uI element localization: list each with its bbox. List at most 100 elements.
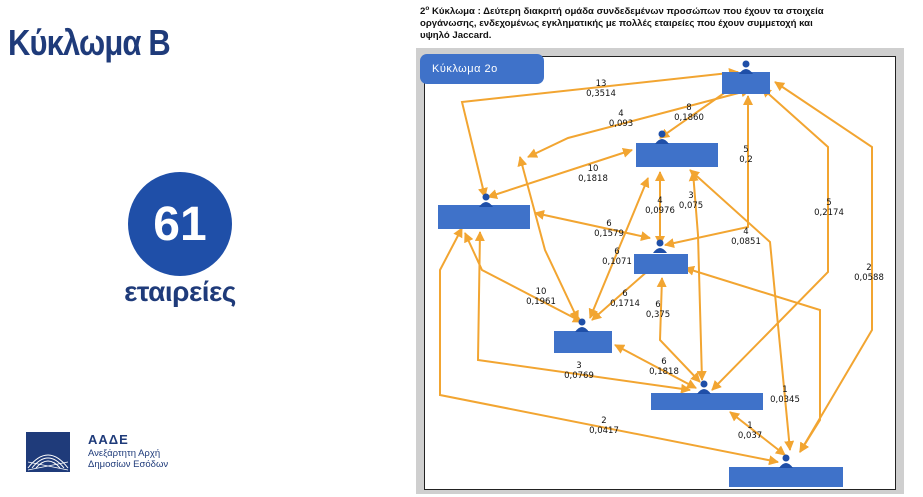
desc-line-2: οργάνωσης, ενδεχομένως εγκληματικής με π… — [420, 18, 813, 30]
person-icon — [653, 239, 667, 253]
edge-weight-count: 6 — [622, 289, 628, 299]
node-box-1 — [722, 72, 770, 94]
edge-jaccard: 0,1071 — [602, 257, 632, 267]
node-box-4 — [634, 254, 688, 274]
edge-jaccard: 0,2 — [739, 155, 753, 165]
person-icon — [779, 454, 793, 468]
company-count-label: εταιρείες — [124, 276, 236, 307]
edge-jaccard: 0,0345 — [770, 395, 800, 405]
person-icon — [697, 380, 711, 394]
person-icon — [655, 130, 669, 144]
node-box-5 — [554, 331, 612, 353]
edge-jaccard: 0,1860 — [674, 113, 704, 123]
edge-jaccard: 0,0588 — [854, 273, 884, 283]
edge-weight-count: 6 — [606, 219, 612, 229]
edge-weight-count: 3 — [576, 361, 582, 371]
edge-line-20 — [729, 411, 786, 456]
aade-logo-icon — [26, 432, 70, 472]
edge-line-12 — [774, 81, 873, 453]
edge-weight-count: 1 — [782, 385, 788, 395]
circuit-description: 2ο Κύκλωμα : Δεύτερη διακριτή ομάδα συνδ… — [420, 3, 915, 42]
person-icon — [739, 60, 753, 74]
edge-jaccard: 0,1818 — [578, 174, 608, 184]
person-icons — [479, 60, 793, 468]
edge-weight-count: 13 — [595, 79, 607, 89]
edge-jaccard: 0,1961 — [526, 297, 556, 307]
edge-jaccard: 0,0417 — [589, 426, 619, 436]
company-count-badge: 61 — [128, 172, 232, 276]
slide-title: Κύκλωμα Β — [8, 22, 171, 63]
node-box-7 — [729, 467, 843, 487]
edge-jaccard: 0,1714 — [610, 299, 640, 309]
edge-jaccard: 0,0769 — [564, 371, 594, 381]
edge-weight-count: 6 — [661, 357, 667, 367]
edge-jaccard: 0,075 — [678, 201, 704, 211]
edge-line-5 — [487, 148, 633, 199]
edge-weight-count: 4 — [657, 196, 663, 206]
edge-jaccard: 0,2174 — [814, 208, 844, 218]
edge-jaccard: 0,093 — [608, 119, 634, 129]
edge-jaccard: 0,3514 — [586, 89, 616, 99]
edge-weight-count: 8 — [686, 103, 692, 113]
node-boxes — [438, 72, 843, 487]
edge-weight-count: 6 — [614, 247, 620, 257]
edge-weight-count: 3 — [688, 191, 694, 201]
desc-prefix: 2 — [420, 6, 426, 18]
edge-weight-count: 5 — [743, 145, 749, 155]
circuit-tab: Κύκλωμα 2ο — [420, 54, 544, 84]
node-box-2 — [636, 143, 718, 167]
desc-line-1: Κύκλωμα : Δεύτερη διακριτή ομάδα συνδεδε… — [429, 6, 824, 18]
edge-weight-count: 6 — [655, 300, 661, 310]
edge-jaccard: 0,0851 — [731, 237, 761, 247]
person-icon — [479, 193, 493, 207]
company-count: 61 — [153, 197, 207, 251]
edge-weight-count: 1 — [747, 421, 753, 431]
edge-line-13 — [464, 232, 583, 323]
person-icon — [575, 318, 589, 332]
edge-line-21 — [517, 156, 579, 321]
desc-line-3: υψηλό Jaccard. — [420, 30, 492, 42]
edge-jaccard: 0,0976 — [645, 206, 675, 216]
edge-weight-count: 4 — [618, 109, 624, 119]
edge-weight-count: 5 — [826, 198, 832, 208]
edge-weight-count: 10 — [535, 287, 547, 297]
node-box-3 — [438, 205, 530, 229]
org-subtitle-line-1: Ανεξάρτητη Αρχή — [88, 448, 161, 459]
edge-jaccard: 0,1818 — [649, 367, 679, 377]
edge-jaccard: 0,1579 — [594, 229, 624, 239]
edge-weight-count: 4 — [743, 227, 749, 237]
edge-jaccard: 0,375 — [645, 310, 671, 320]
org-subtitle-line-2: Δημοσίων Εσόδων — [88, 459, 169, 470]
edge-lines — [439, 68, 873, 466]
node-box-6 — [651, 393, 763, 410]
edge-line-19 — [439, 227, 779, 466]
edge-jaccard: 0,037 — [737, 431, 763, 441]
edge-line-9 — [711, 87, 829, 391]
edge-weight-count: 2 — [601, 416, 607, 426]
desc-superscript: ο — [425, 5, 430, 12]
org-name: ΑΑΔΕ — [88, 432, 129, 447]
org-subtitle: Ανεξάρτητη Αρχή Δημοσίων Εσόδων — [88, 448, 168, 470]
edge-weight-count: 2 — [866, 263, 872, 273]
edge-weight-count: 10 — [587, 164, 599, 174]
